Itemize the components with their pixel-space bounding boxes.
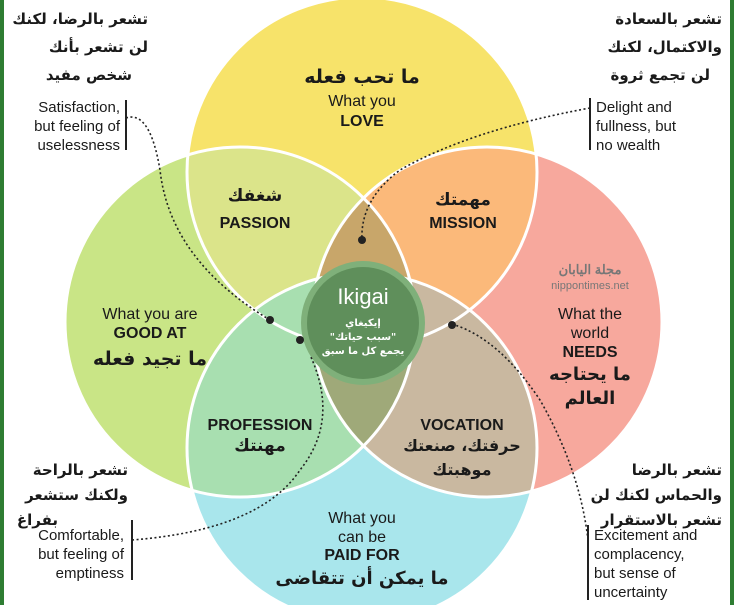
note-top-left-en1: Satisfaction, — [38, 99, 120, 116]
vocation-title: VOCATION — [420, 417, 504, 434]
note-bottom-left-en3: emptiness — [55, 565, 124, 582]
leader-bottom-right — [454, 324, 589, 541]
note-top-left-en2: but feeling of — [34, 118, 120, 135]
note-top-right-ar1: تشعر بالسعادة — [615, 10, 722, 28]
note-top-right-en2: fullness, but — [596, 118, 677, 135]
note-bottom-left-ar1: تشعر بالراحة — [32, 461, 128, 479]
good-at-arabic: ما تجيد فعله — [92, 348, 208, 370]
note-bottom-right-ar3: تشعر بالاستقرار — [600, 511, 722, 529]
note-top-left-ar1: تشعر بالرضا، لكنك — [12, 10, 148, 28]
note-bottom-left-en2: but feeling of — [38, 546, 124, 563]
paid-for-title: PAID FOR — [324, 547, 400, 564]
note-top-left-ar2: لن تشعر بأنك — [48, 38, 148, 56]
leader-top-left — [125, 116, 271, 321]
note-bottom-left-en1: Comfortable, — [38, 527, 124, 544]
center-disc — [307, 267, 419, 379]
ikigai-title: Ikigai — [337, 284, 389, 309]
vocation-arabic-line1: حرفتك، صنعتك — [403, 436, 521, 455]
note-bottom-right-en4: uncertainty — [594, 584, 668, 601]
love-title: LOVE — [340, 113, 384, 130]
note-bottom-left-ar3: بفراغ — [16, 511, 58, 529]
note-bottom-right-en2: complacency, — [594, 546, 685, 563]
mission-title: MISSION — [429, 215, 497, 232]
note-bottom-right-en1: Excitement and — [594, 527, 698, 544]
paid-for-en-line1: What you — [328, 510, 396, 527]
paid-for-en-line2: can be — [337, 529, 387, 546]
watermark-url: nippontimes.net — [551, 280, 629, 292]
vocation-arabic-line2: موهبتك — [432, 460, 492, 479]
love-en-line1: What you — [328, 93, 396, 110]
good-at-en-line1: What you are — [102, 306, 198, 323]
ikigai-arabic-line3: يجمع كل ما سبق — [321, 346, 405, 357]
passion-arabic: شغفك — [227, 186, 283, 206]
leader-top-right — [361, 107, 591, 241]
paid-for-arabic: ما يمكن أن تتقاضى — [275, 568, 449, 589]
ikigai-arabic-line1: إيكيغاي — [345, 318, 381, 329]
note-bottom-right-ar2: والحماس لكنك لن — [590, 486, 722, 504]
profession-title: PROFESSION — [207, 417, 313, 434]
note-bottom-left-ar2: ولكنك ستشعر — [25, 486, 128, 504]
note-bottom-right-ar1: تشعر بالرضا — [631, 461, 722, 479]
watermark-arabic: مجلة اليابان — [558, 262, 622, 277]
needs-en-line2: world — [570, 325, 610, 342]
passion-title: PASSION — [219, 215, 291, 232]
mission-arabic: مهمتك — [435, 190, 491, 210]
note-top-right-en3: no wealth — [596, 137, 661, 154]
note-top-right-ar3: لن تجمع ثروة — [610, 66, 710, 84]
needs-arabic-line1: ما يحتاجه — [549, 364, 631, 385]
note-top-right-ar2: والاكتمال، لكنك — [607, 38, 722, 56]
profession-arabic: مهنتك — [234, 436, 286, 456]
good-at-title: GOOD AT — [113, 325, 187, 342]
note-top-left-ar3: شخص مفيد — [45, 66, 132, 84]
ikigai-arabic-line2: "سبب حياتك" — [329, 332, 397, 343]
love-arabic: ما تحب فعله — [304, 66, 420, 88]
note-top-left-en3: uselessness — [37, 137, 120, 154]
leader-bottom-left — [131, 354, 324, 541]
frame-right-border — [730, 0, 734, 605]
needs-en-line1: What the — [557, 306, 623, 323]
note-bottom-right-en3: but sense of — [594, 565, 676, 582]
needs-title: NEEDS — [562, 344, 618, 361]
needs-arabic-line2: العالم — [564, 388, 616, 409]
frame-left-border — [0, 0, 4, 605]
note-top-right-en1: Delight and — [596, 99, 672, 116]
